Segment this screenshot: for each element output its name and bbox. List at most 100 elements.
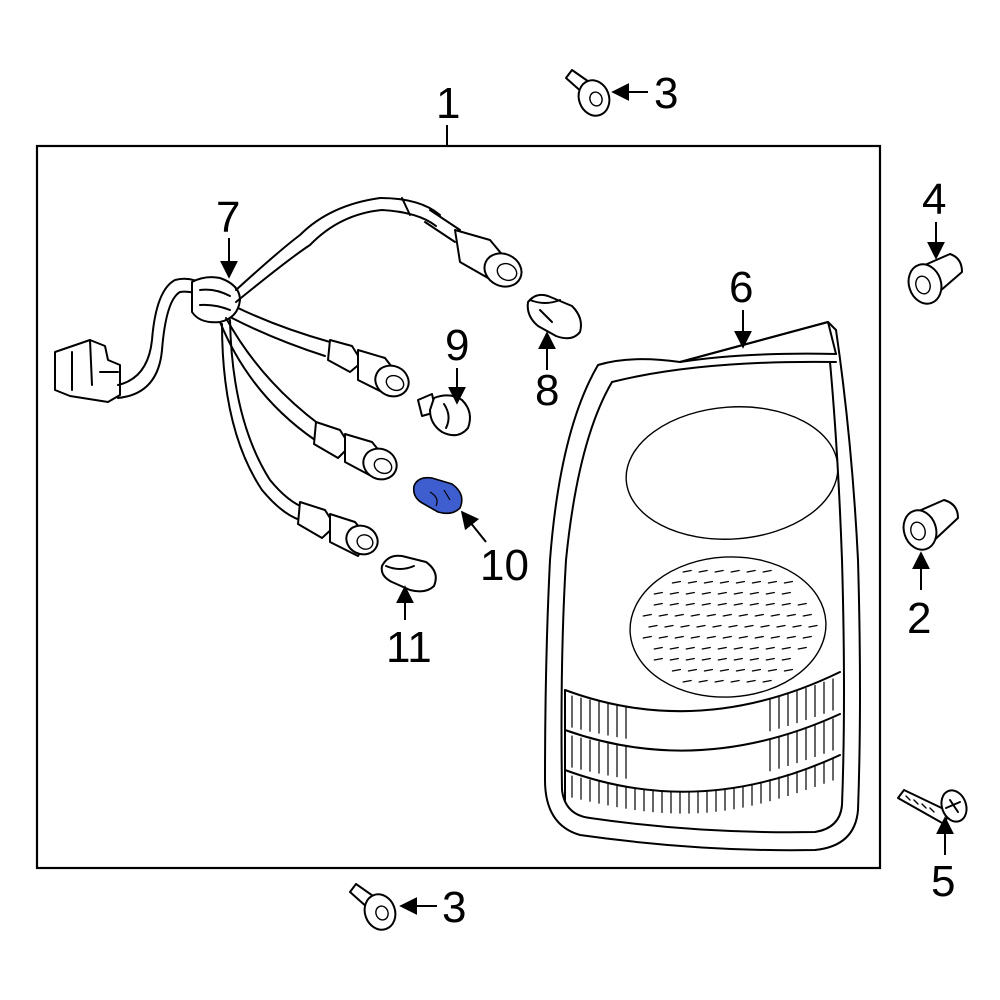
lens-dash (746, 569, 756, 573)
lens-dash (706, 613, 716, 617)
lens-dash (783, 580, 794, 584)
lens-dash (712, 624, 722, 628)
lens-dash (669, 646, 679, 650)
lens-dash (690, 635, 700, 639)
socket-upper-middle (327, 339, 410, 398)
lens-dash (733, 657, 743, 661)
lens-dash (648, 624, 658, 628)
lens-dash (680, 624, 690, 628)
socket-top (454, 229, 523, 288)
lens-dash (717, 591, 727, 595)
callout-4: 4 (922, 175, 946, 224)
lens-dash (786, 635, 796, 639)
callout-7: 7 (216, 193, 240, 242)
lens-dash (776, 624, 786, 628)
lens-dash (744, 624, 754, 628)
lens-dash (658, 635, 668, 639)
callout-8: 8 (535, 366, 559, 415)
callout-6: 6 (729, 263, 753, 312)
lens-dash (671, 668, 682, 672)
lens-dash (701, 646, 711, 650)
callout-9: 9 (445, 321, 469, 370)
lens-dash (658, 613, 668, 617)
lens-dash (781, 591, 791, 595)
lens-dash (762, 679, 772, 683)
lens-dash (698, 679, 708, 683)
lens-dash (682, 569, 692, 573)
lens-dash (730, 679, 740, 683)
lens-dash (802, 635, 812, 639)
grommet-4 (907, 253, 963, 305)
callout-10-leader (460, 510, 487, 543)
lens-dash (797, 646, 807, 650)
lens-dash (701, 602, 711, 606)
lens-dash (735, 580, 746, 584)
lens-dash (802, 613, 812, 617)
lens-dash (738, 635, 748, 639)
lens-dash (738, 613, 748, 617)
lens-dash (685, 657, 695, 661)
lens-dash (653, 657, 663, 661)
lens-dash (706, 635, 716, 639)
lens-dash (719, 580, 730, 584)
lens-dash (653, 646, 663, 650)
lens-dash (781, 602, 791, 606)
lens-dash (749, 646, 759, 650)
lens-dash (786, 613, 796, 617)
lens-dash (746, 679, 756, 683)
lens-dash (698, 569, 708, 573)
grommet-2 (902, 499, 959, 551)
lens-dash (714, 679, 724, 683)
lens-dash (719, 668, 730, 672)
lens-dash (754, 635, 764, 639)
lens-dash (754, 613, 764, 617)
callout-2: 2 (907, 594, 931, 643)
lens-dash (717, 657, 727, 661)
lens-dash (749, 657, 759, 661)
lens-dash (733, 591, 743, 595)
lens-dash (717, 646, 727, 650)
lens-dash (701, 657, 711, 661)
lens-dash (717, 602, 727, 606)
lens-dash (664, 624, 674, 628)
socket-lower-middle (313, 421, 398, 481)
lens-dash (642, 635, 652, 639)
lens-dash (733, 646, 743, 650)
callout-3-bottom: 3 (442, 883, 466, 932)
socket-bottom (297, 501, 379, 557)
lens-dash (781, 646, 791, 650)
lens-dash (669, 591, 679, 595)
lens-dash (653, 591, 663, 595)
lens-dash (671, 580, 682, 584)
callout-10: 10 (480, 541, 529, 590)
lens-dash (669, 657, 679, 661)
lens-dash (749, 591, 759, 595)
lens-dash (722, 613, 732, 617)
lens-dash (682, 679, 692, 683)
lens-dash (735, 668, 746, 672)
lens-dash (703, 668, 714, 672)
lens-dash (808, 624, 818, 628)
callout-11: 11 (386, 623, 432, 672)
lens-dash (696, 624, 706, 628)
lens-dash (760, 624, 770, 628)
lens-dash (751, 580, 762, 584)
lens-dash (792, 624, 802, 628)
bolt-5 (897, 789, 968, 825)
lens-dash (733, 602, 743, 606)
lens-dash (669, 602, 679, 606)
lens-dash (730, 569, 740, 573)
lens-dash (765, 602, 775, 606)
lens-dash (770, 635, 780, 639)
tail-lamp-lens (544, 321, 861, 852)
lens-dash (767, 580, 778, 584)
lens-pattern (642, 569, 818, 683)
lens-dash (783, 668, 794, 672)
bulb-8 (526, 293, 582, 340)
lens-dash (642, 613, 652, 617)
bulb-11 (380, 554, 437, 593)
bulb-10-highlighted[interactable] (412, 476, 463, 515)
assembly-frame (35, 144, 882, 870)
